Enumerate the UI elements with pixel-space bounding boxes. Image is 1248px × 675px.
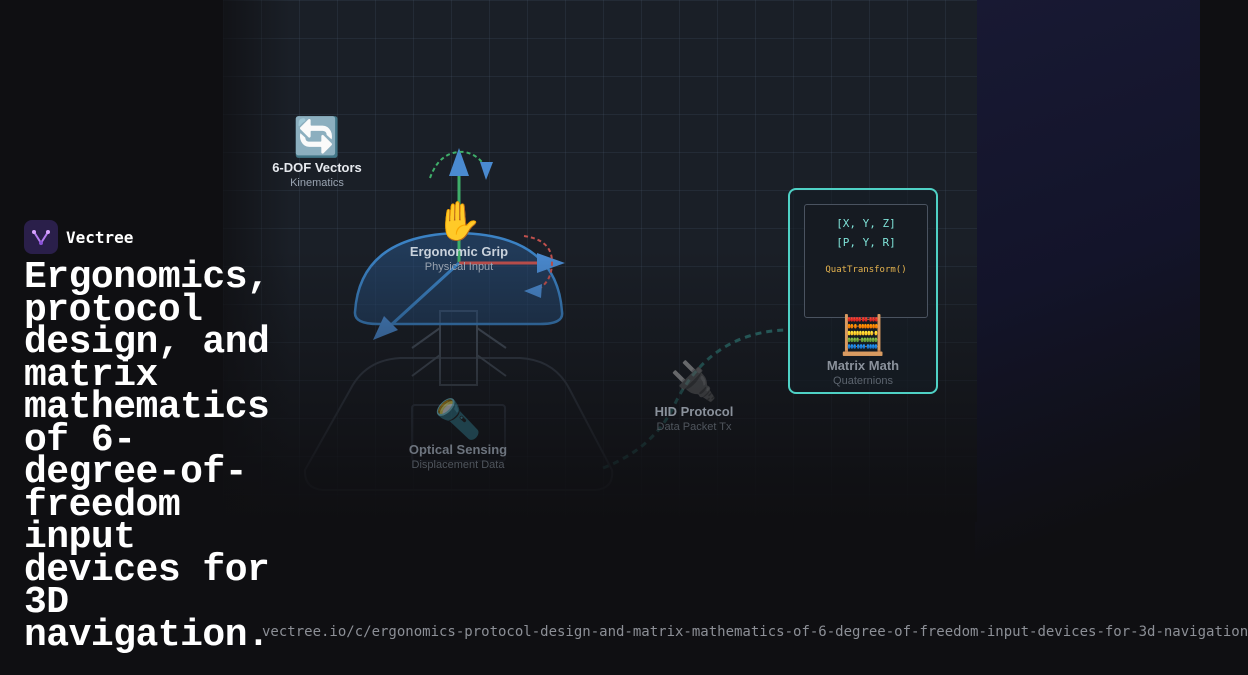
- quat-transform-fn: QuatTransform(): [825, 265, 907, 275]
- math-screen: [X, Y, Z] [P, Y, R] QuatTransform(): [804, 204, 928, 318]
- node-subtitle: Quaternions: [833, 375, 893, 387]
- node-6dof-vectors: 🔄 6-DOF Vectors Kinematics: [262, 116, 372, 189]
- node-optical-sensing: 🔦 Optical Sensing Displacement Data: [398, 398, 518, 471]
- hand-icon: ✋: [435, 201, 483, 243]
- node-matrix-math: 🧮 Matrix Math Quaternions: [790, 314, 936, 387]
- abacus-icon: 🧮: [839, 315, 887, 357]
- page-title: Ergonomics, protocol design, and matrix …: [24, 256, 270, 657]
- left-fade-overlay: [200, 0, 290, 675]
- matrix-math-card: [X, Y, Z] [P, Y, R] QuatTransform() 🧮 Ma…: [788, 188, 938, 394]
- node-title: Optical Sensing: [408, 442, 508, 457]
- node-subtitle: Kinematics: [290, 177, 344, 189]
- yaw-arc: [429, 150, 488, 179]
- z-axis-arrow: [449, 148, 469, 176]
- flashlight-icon: 🔦: [434, 399, 482, 441]
- node-title: 6-DOF Vectors: [272, 160, 362, 175]
- position-vector: [X, Y, Z]: [836, 217, 896, 230]
- node-title: Matrix Math: [826, 358, 900, 373]
- node-subtitle: Physical Input: [424, 261, 494, 273]
- plug-icon: 🔌: [670, 361, 718, 403]
- node-title: Ergonomic Grip: [409, 244, 509, 259]
- node-hid-protocol: 🔌 HID Protocol Data Packet Tx: [639, 360, 749, 433]
- node-subtitle: Displacement Data: [411, 459, 505, 471]
- page-url[interactable]: vectree.io/c/ergonomics-protocol-design-…: [262, 624, 1248, 640]
- rotation-icon: 🔄: [293, 117, 341, 159]
- brand: Vectree: [24, 220, 133, 254]
- node-subtitle: Data Packet Tx: [656, 421, 732, 433]
- node-ergonomic-grip: ✋ Ergonomic Grip Physical Input: [399, 200, 519, 273]
- brand-name: Vectree: [66, 227, 134, 247]
- vectree-logo-icon: [24, 220, 58, 254]
- yaw-arc-arrow: [480, 162, 493, 180]
- background-gradient: [975, 0, 1200, 675]
- node-title: HID Protocol: [654, 404, 734, 419]
- rotation-vector: [P, Y, R]: [836, 236, 896, 249]
